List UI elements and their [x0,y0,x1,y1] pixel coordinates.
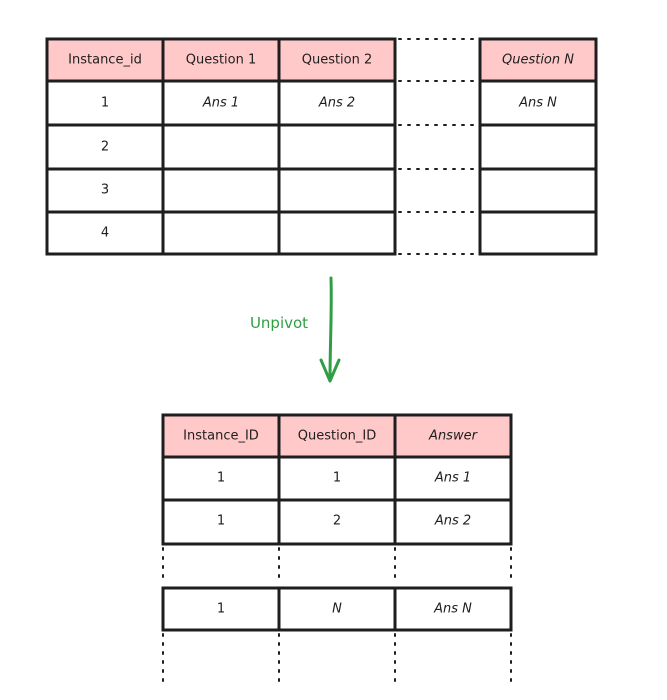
long-table-upper-border [161,413,513,546]
wide-header-cell-question-2 [279,39,395,81]
long-table: Instance_ID Question_ID Answer 1 1 Ans 1… [161,413,513,683]
long-cell: 1 [217,514,225,529]
long-table-lower-border [161,586,513,632]
wide-cell: Ans N [518,96,557,111]
long-cell: 2 [333,514,341,529]
long-cell: Ans N [433,602,472,617]
wide-table-left-border [45,37,397,256]
wide-header-instance-id: Instance_id [68,53,142,68]
unpivot-label: Unpivot [250,314,308,332]
wide-cell: Ans 1 [202,96,239,111]
long-cell: 1 [217,471,225,486]
wide-header-question-2: Question 2 [302,53,373,68]
long-cell: 1 [217,602,225,617]
wide-header-cell-question-1 [163,39,279,81]
wide-header-cell-instance-id [47,39,163,81]
wide-cell: 2 [101,140,109,155]
wide-cell: 4 [101,226,109,241]
wide-header-question-n: Question N [502,53,574,68]
wide-table-right-border [478,37,598,256]
long-header-cell-question-id [279,415,395,457]
long-header-instance-id: Instance_ID [183,429,259,444]
wide-header-question-1: Question 1 [186,53,257,68]
wide-cell: 1 [101,96,109,111]
long-cell: Ans 2 [434,514,471,529]
long-header-cell-instance-id [163,415,279,457]
long-cell: Ans 1 [434,471,471,486]
long-cell: 1 [333,471,341,486]
wide-table: Instance_id Question 1 Question 2 Questi… [45,37,598,256]
long-header-question-id: Question_ID [298,429,377,444]
wide-cell: 3 [101,183,109,198]
wide-header-cell-question-n [480,39,596,81]
wide-cell: Ans 2 [318,96,355,111]
arrow-shaft [328,276,333,382]
long-header-answer: Answer [428,429,479,444]
long-header-cell-answer [395,415,511,457]
arrow-head-icon [319,358,341,383]
long-cell: N [332,602,342,617]
unpivot-arrow: Unpivot [250,276,341,383]
